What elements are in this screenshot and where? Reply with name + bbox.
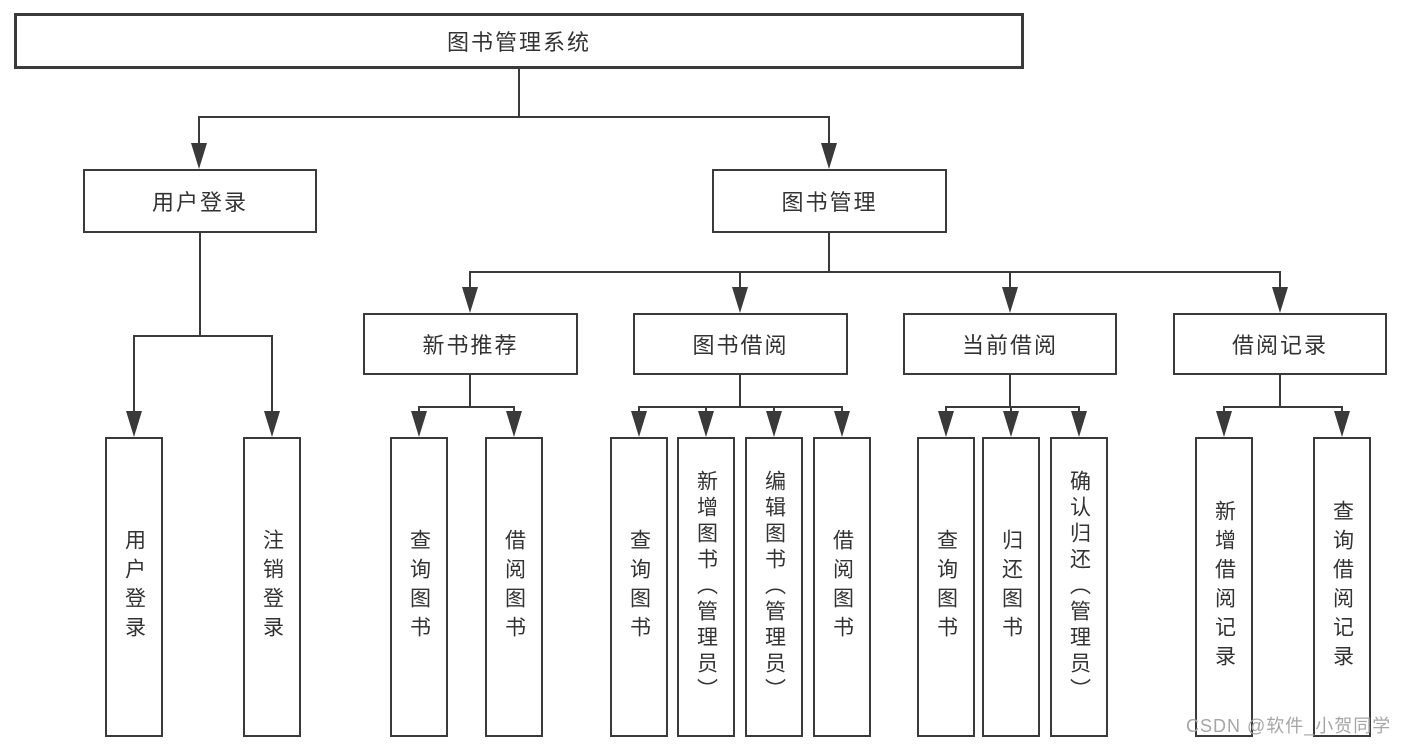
leaf-query-borrow-record: 查询借阅记录	[1313, 437, 1371, 737]
connector-line	[518, 69, 520, 117]
connector-line	[513, 406, 515, 414]
node-book-management-label: 图书管理	[781, 190, 878, 215]
connector-line	[945, 406, 947, 414]
connector-line	[705, 406, 707, 414]
connector-line	[1279, 271, 1281, 291]
leaf-add-book-admin: 新增图书（管理员）	[677, 437, 735, 737]
node-user-login: 用户登录	[83, 169, 317, 233]
node-borrow-records: 借阅记录	[1173, 313, 1387, 375]
connector-line	[418, 406, 420, 414]
leaf-query-borrow-record-label: 查询借阅记录	[1330, 500, 1354, 674]
connector-line	[1279, 375, 1281, 408]
arrowhead	[1272, 287, 1288, 313]
arrowhead	[1002, 287, 1018, 313]
node-current-borrow-label: 当前借阅	[961, 333, 1058, 358]
node-current-borrow: 当前借阅	[903, 313, 1117, 375]
node-new-book-recommend: 新书推荐	[363, 313, 578, 375]
connector-line	[199, 233, 201, 337]
node-user-login-label: 用户登录	[151, 190, 248, 215]
leaf-recommend-borrow-book: 借阅图书	[485, 437, 543, 737]
connector-line	[841, 406, 843, 414]
leaf-add-book-admin-label: 新增图书（管理员）	[694, 470, 718, 704]
leaf-borrow-query-book: 查询图书	[610, 437, 668, 737]
node-new-book-recommend-label: 新书推荐	[422, 333, 519, 358]
leaf-return-book-label: 归还图书	[999, 529, 1023, 645]
arrowhead	[462, 287, 478, 313]
connector-line	[1009, 375, 1011, 408]
node-root-label: 图书管理系统	[446, 30, 591, 55]
node-root: 图书管理系统	[14, 13, 1024, 69]
connector-line	[828, 116, 830, 146]
connector-line	[1341, 406, 1343, 414]
leaf-logout: 注销登录	[243, 437, 301, 737]
connector-line	[469, 271, 1281, 273]
leaf-confirm-return-admin-label: 确认归还（管理员）	[1067, 470, 1091, 704]
connector-line	[945, 406, 1080, 408]
connector-line	[1223, 406, 1225, 414]
leaf-edit-book-admin: 编辑图书（管理员）	[745, 437, 803, 737]
connector-line	[739, 375, 741, 408]
arrowhead	[631, 411, 647, 437]
leaf-current-query-book-label: 查询图书	[934, 529, 958, 645]
leaf-borrow-book: 借阅图书	[813, 437, 871, 737]
connector-line	[469, 271, 471, 291]
arrowhead	[732, 287, 748, 313]
arrowhead	[1071, 411, 1087, 437]
connector-line	[638, 406, 640, 414]
arrowhead	[191, 143, 207, 169]
connector-line	[271, 335, 273, 415]
arrowhead	[411, 411, 427, 437]
leaf-borrow-book-label: 借阅图书	[830, 529, 854, 645]
leaf-current-query-book: 查询图书	[917, 437, 975, 737]
connector-line	[198, 116, 200, 146]
connector-line	[1009, 271, 1011, 291]
leaf-recommend-query-book: 查询图书	[390, 437, 448, 737]
leaf-edit-book-admin-label: 编辑图书（管理员）	[762, 470, 786, 704]
leaf-recommend-query-book-label: 查询图书	[407, 529, 431, 645]
connector-line	[1078, 406, 1080, 414]
node-book-borrow-label: 图书借阅	[692, 333, 789, 358]
leaf-confirm-return-admin: 确认归还（管理员）	[1050, 437, 1108, 737]
leaf-recommend-borrow-book-label: 借阅图书	[502, 529, 526, 645]
connector-line	[418, 406, 515, 408]
leaf-add-borrow-record: 新增借阅记录	[1195, 437, 1253, 737]
node-book-borrow: 图书借阅	[633, 313, 848, 375]
arrowhead	[506, 411, 522, 437]
arrowhead	[264, 411, 280, 437]
connector-line	[828, 233, 830, 273]
connector-line	[469, 375, 471, 408]
node-borrow-records-label: 借阅记录	[1231, 333, 1328, 358]
leaf-logout-label: 注销登录	[260, 529, 284, 645]
arrowhead	[126, 411, 142, 437]
connector-line	[1010, 406, 1012, 414]
connector-line	[133, 335, 273, 337]
connector-line	[133, 335, 135, 415]
connector-line	[739, 271, 741, 291]
arrowhead	[1334, 411, 1350, 437]
leaf-borrow-query-book-label: 查询图书	[627, 529, 651, 645]
leaf-add-borrow-record-label: 新增借阅记录	[1212, 500, 1236, 674]
connector-line	[199, 116, 830, 118]
arrowhead	[1216, 411, 1232, 437]
arrowhead	[834, 411, 850, 437]
node-book-management: 图书管理	[712, 169, 947, 233]
arrowhead	[698, 411, 714, 437]
arrowhead	[1003, 411, 1019, 437]
arrowhead	[938, 411, 954, 437]
arrowhead	[766, 411, 782, 437]
connector-line	[638, 406, 843, 408]
arrowhead	[821, 143, 837, 169]
connector-line	[1223, 406, 1343, 408]
leaf-user-login-label: 用户登录	[122, 529, 146, 645]
leaf-return-book: 归还图书	[982, 437, 1040, 737]
connector-line	[773, 406, 775, 414]
csdn-watermark: CSDN @软件_小贺同学	[1186, 716, 1392, 736]
leaf-user-login: 用户登录	[105, 437, 163, 737]
